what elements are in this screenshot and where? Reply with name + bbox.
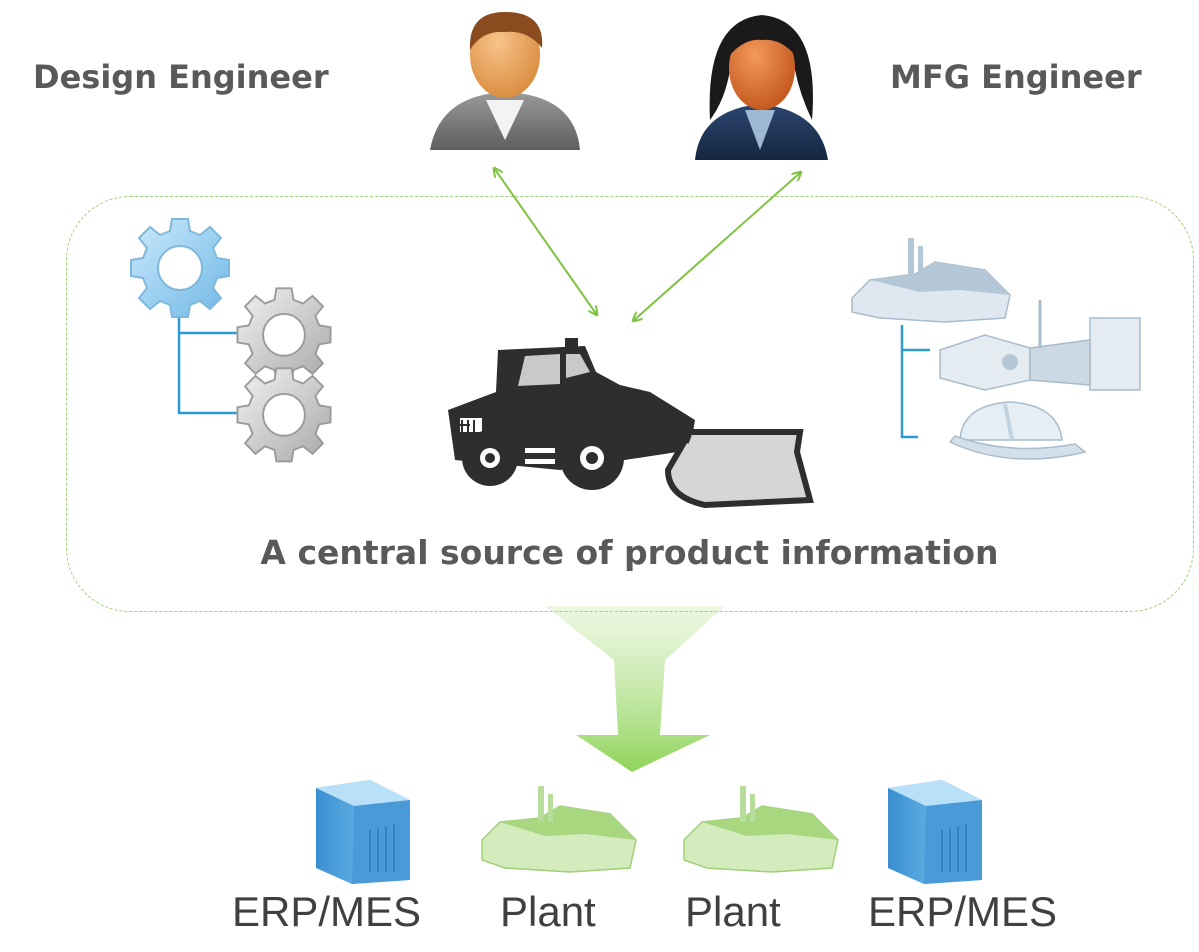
hard-hat-icon [948,401,1087,460]
factory-building-icon [851,238,1011,323]
plant-label: Plant [500,888,596,935]
server-icon [316,780,410,884]
mfg-engineer-label: MFG Engineer [890,58,1142,96]
central-source-caption: A central source of product information [260,533,999,572]
design-to-center-arrow [494,168,597,315]
person-female-icon [695,15,828,160]
machine-icon [939,300,1141,391]
server-icon [888,780,982,884]
tractor-icon [448,338,814,509]
plant-icon [683,786,839,873]
plant-label: Plant [685,888,781,935]
plant-icon [481,786,637,873]
person-male-icon [430,12,580,150]
factory-tree-icon [851,238,1141,460]
erp-mes-label: ERP/MES [232,888,422,935]
central-source-box [66,196,1194,612]
gear-tree-icon [130,218,332,463]
design-engineer-label: Design Engineer [33,58,329,96]
erp-mes-label: ERP/MES [868,888,1058,935]
flow-down-arrow [545,606,725,772]
